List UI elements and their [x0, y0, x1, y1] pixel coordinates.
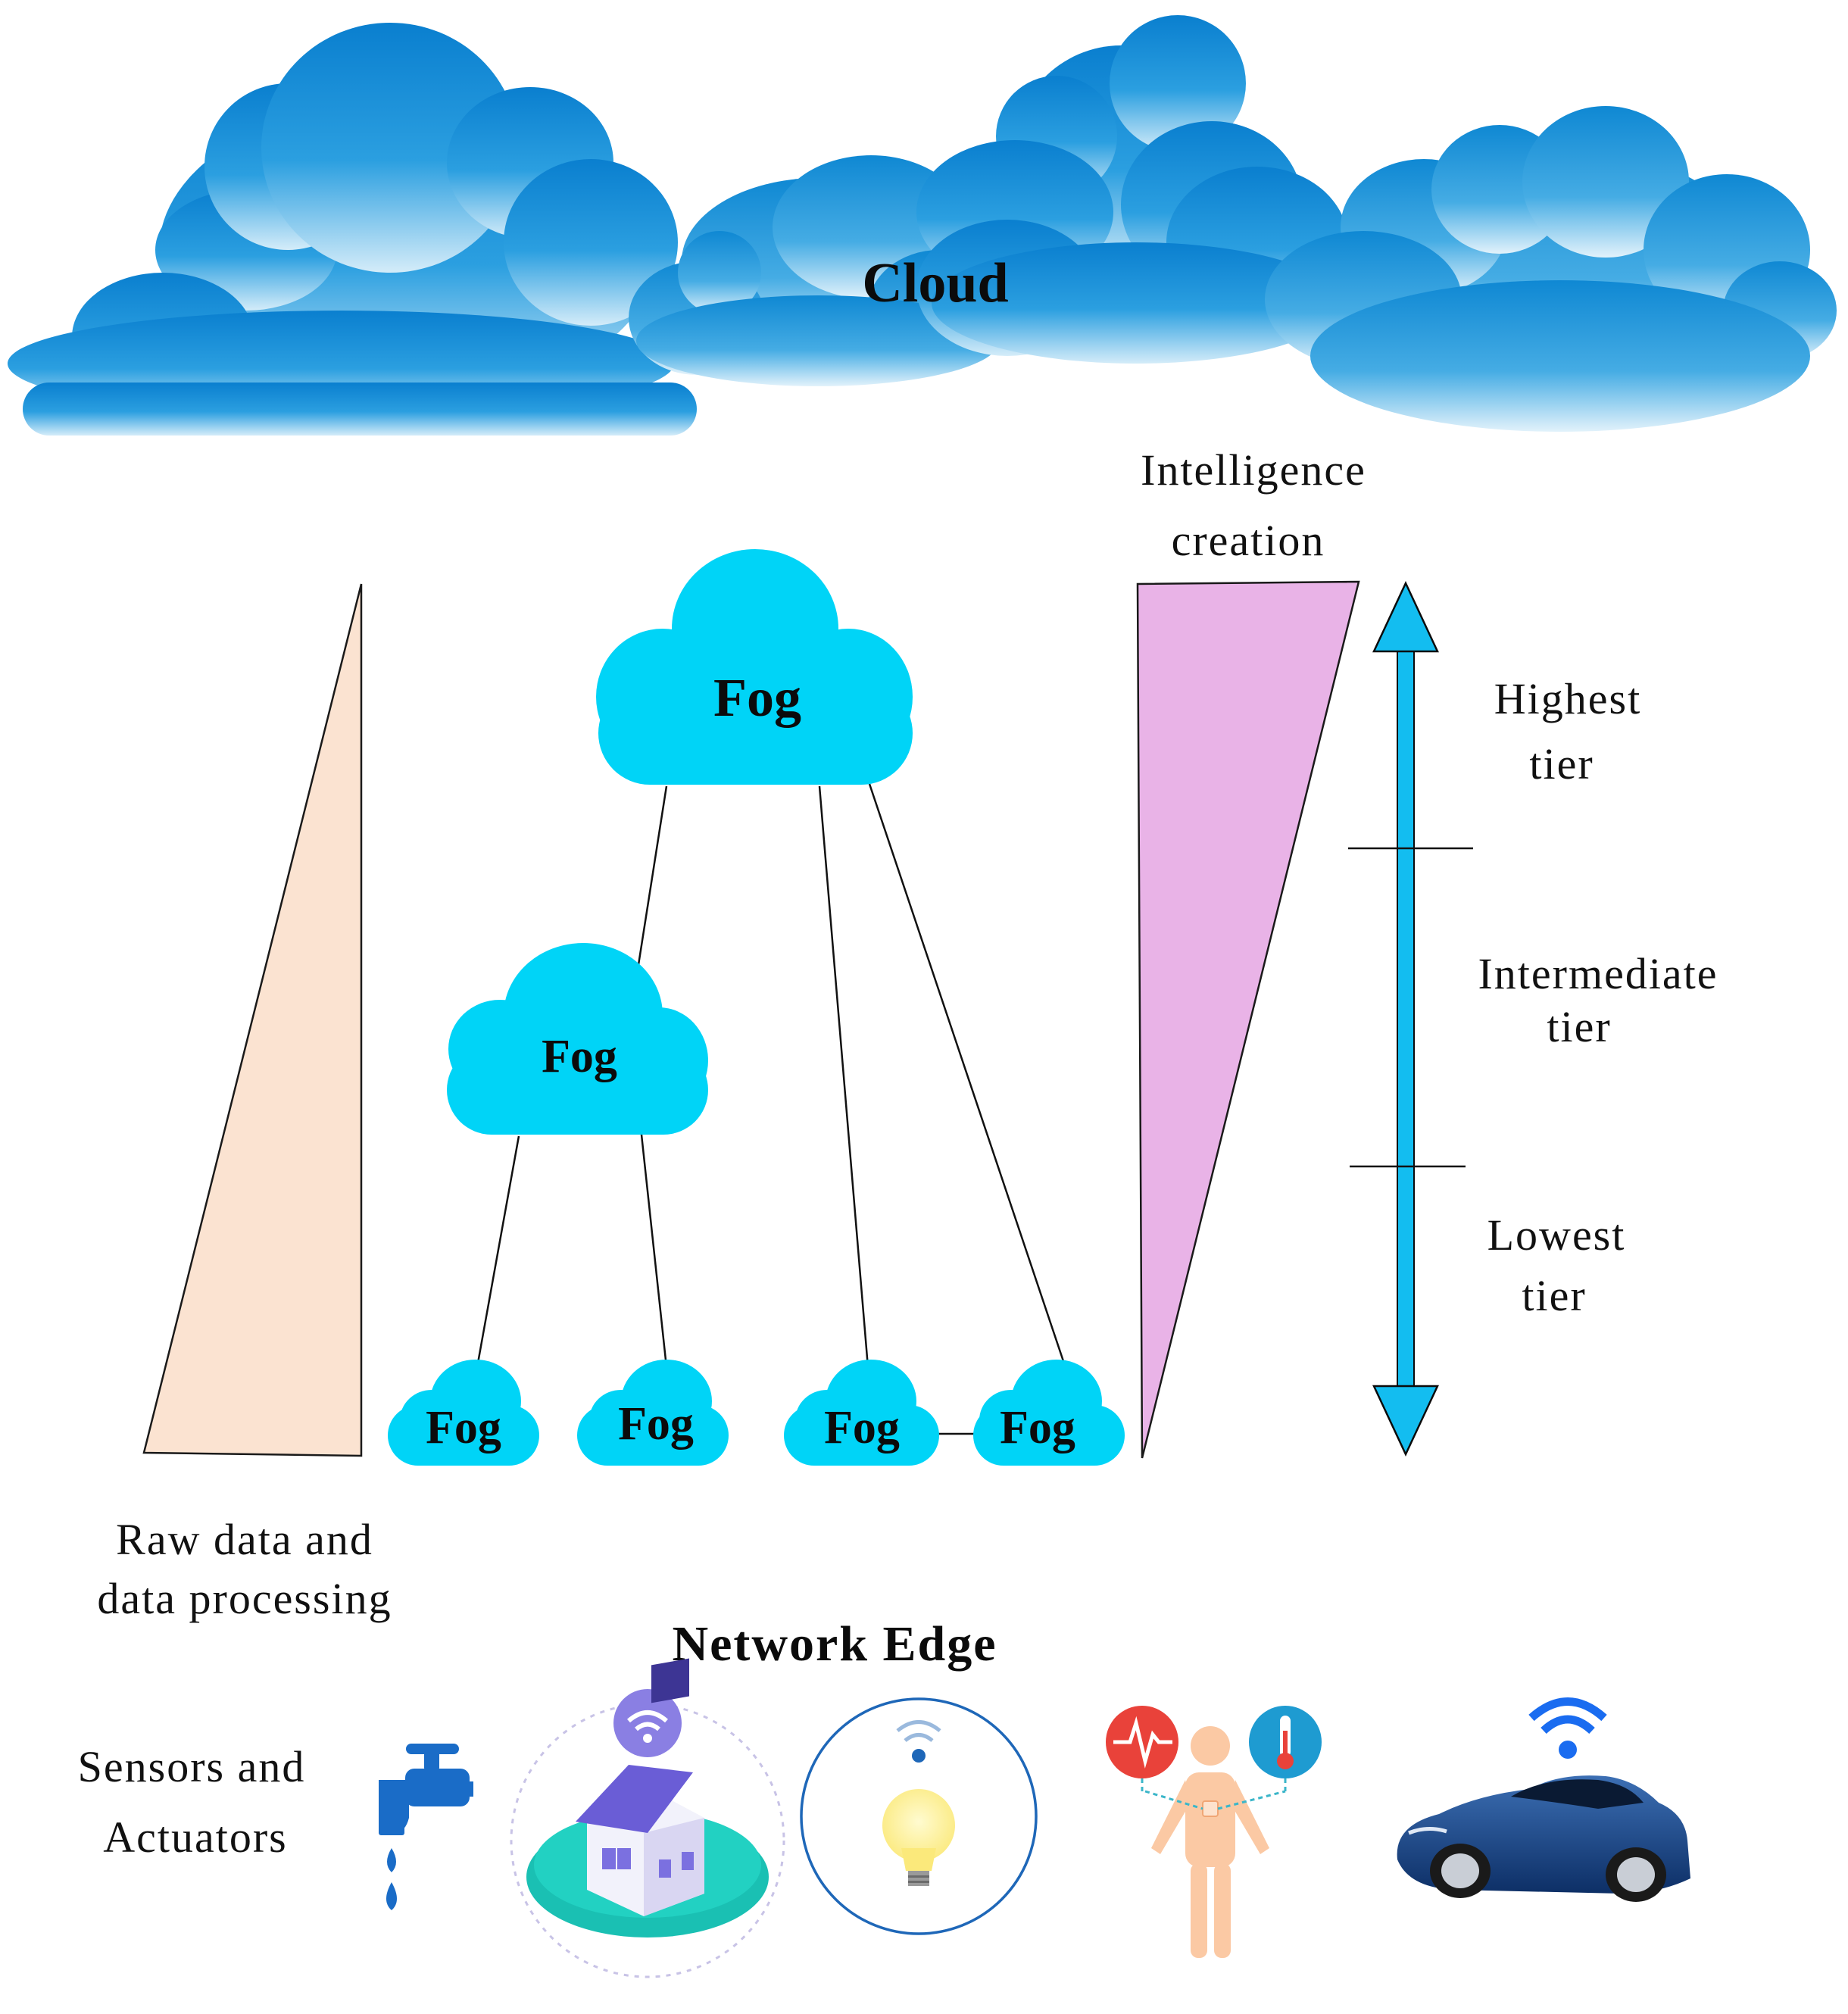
intelligence-caption-line1: Intelligence — [1141, 445, 1366, 495]
smart-home-icon — [510, 1658, 785, 1978]
network-edge-title: Network Edge — [672, 1616, 997, 1672]
tier-arrow — [1348, 581, 1473, 1457]
fog-label-leaf4: Fog — [1000, 1402, 1075, 1454]
cloud-label: Cloud — [862, 252, 1008, 314]
water-tap-icon — [379, 1744, 473, 1910]
fog-node-leaf4 — [973, 1360, 1125, 1466]
fog-label-leaf1: Fog — [426, 1402, 501, 1454]
fog-label-leaf2: Fog — [618, 1398, 694, 1450]
cloud-shape-right — [1265, 106, 1837, 432]
health-wearable-icon — [1106, 1706, 1322, 1958]
tier-lowest-line1: Lowest — [1487, 1210, 1626, 1260]
fog-connectors — [476, 783, 1066, 1435]
tier-highest-line1: Highest — [1494, 674, 1641, 723]
cloud-shape-center — [916, 15, 1348, 364]
fog-label-top: Fog — [713, 667, 801, 728]
tier-intermediate-line2: tier — [1547, 1002, 1611, 1051]
intelligence-triangle — [1136, 580, 1360, 1459]
tier-intermediate-line1: Intermediate — [1478, 949, 1718, 998]
fog-node-mid — [447, 943, 708, 1135]
fog-node-leaf3 — [784, 1360, 939, 1466]
tier-lowest-line2: tier — [1522, 1271, 1586, 1320]
tier-highest-line2: tier — [1529, 739, 1594, 788]
connector-mid-to-leaf1 — [476, 1135, 520, 1368]
sensors-caption-line1: Sensors and — [78, 1742, 306, 1791]
fog-node-top — [596, 549, 913, 785]
fog-label-leaf3: Fog — [824, 1402, 900, 1454]
fog-node-leaf2 — [577, 1360, 729, 1466]
cloud-shape-left — [8, 23, 697, 436]
raw-data-caption-line1: Raw data and — [116, 1515, 373, 1564]
connector-top-to-mid — [636, 785, 668, 970]
sensors-caption-line2: Actuators — [103, 1813, 288, 1862]
smart-bulb-icon — [800, 1697, 1038, 1935]
raw-data-triangle — [142, 583, 363, 1457]
connector-top-to-leaf4 — [868, 783, 1066, 1364]
cloud-bank: Cloud — [8, 15, 1837, 436]
connector-top-to-leaf3 — [818, 785, 869, 1368]
connector-mid-to-leaf2 — [640, 1134, 668, 1368]
raw-data-caption-line2: data processing — [97, 1574, 392, 1623]
fog-node-leaf1 — [388, 1360, 539, 1466]
fog-label-mid: Fog — [542, 1031, 617, 1082]
intelligence-caption-line2: creation — [1172, 516, 1325, 565]
connected-car-icon — [1397, 1697, 1690, 1902]
